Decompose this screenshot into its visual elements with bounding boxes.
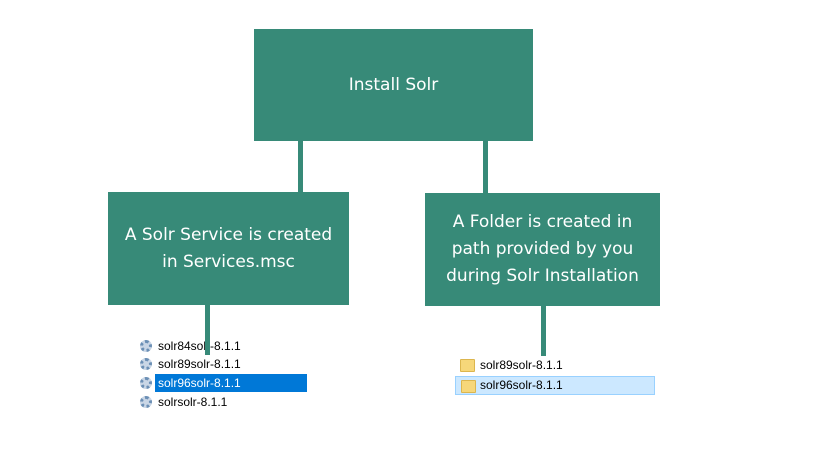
connector-service-list — [205, 305, 210, 355]
folder-node-label: A Folder is created in path provided by … — [446, 212, 639, 286]
folder-item[interactable]: solr89solr-8.1.1 — [454, 358, 654, 374]
service-item-selected[interactable]: solr96solr-8.1.1 — [135, 374, 310, 392]
service-item[interactable]: solrsolr-8.1.1 — [135, 393, 310, 411]
service-item[interactable]: solr89solr-8.1.1 — [135, 355, 310, 373]
connector-right — [483, 141, 488, 193]
folder-list: solr89solr-8.1.1 solr96solr-8.1.1 — [454, 358, 658, 398]
gear-icon — [140, 396, 152, 408]
gear-icon — [140, 377, 152, 389]
gear-icon — [140, 358, 152, 370]
connector-left — [298, 141, 303, 192]
folder-item-selected[interactable]: solr96solr-8.1.1 — [455, 376, 655, 395]
gear-icon — [140, 340, 152, 352]
folder-icon — [460, 359, 475, 372]
root-node: Install Solr — [254, 29, 533, 141]
services-list: solr84solr-8.1.1 solr89solr-8.1.1 solr96… — [135, 340, 315, 415]
service-item[interactable]: solr84solr-8.1.1 — [135, 340, 310, 355]
folder-icon — [461, 380, 476, 393]
connector-folder-list — [541, 306, 546, 356]
root-node-label: Install Solr — [348, 74, 439, 95]
folder-node: A Folder is created in path provided by … — [425, 193, 660, 306]
service-node: A Solr Service is created in Services.ms… — [108, 192, 349, 305]
service-node-label: A Solr Service is created in Services.ms… — [124, 224, 333, 272]
